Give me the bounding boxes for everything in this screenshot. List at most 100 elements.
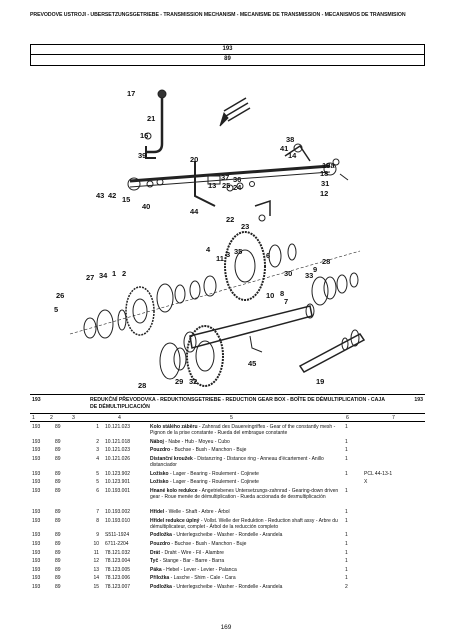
row-subgroup: 89 (55, 455, 61, 462)
row-position: 11 (93, 549, 99, 556)
row-name-translations: - Lasche - Shim - Cale - Cara (169, 575, 236, 582)
row-name-czech: Příložka (150, 575, 170, 582)
row-quantity: 1 (345, 508, 348, 515)
row-description: Páka - Hebel - Lever - Levier - Palanca (150, 567, 340, 573)
diagram-callout: 14 (288, 151, 297, 160)
diagram-callout: 12 (320, 189, 328, 198)
row-name-translations: - Stange - Bar - Barre - Barra (158, 558, 225, 565)
row-group: 193 (32, 549, 41, 556)
diagram-callout: 32 (189, 377, 197, 386)
row-group: 193 (32, 479, 41, 486)
row-subgroup: 89 (55, 532, 61, 539)
row-position: 6 (96, 487, 99, 494)
row-subgroup: 89 (55, 438, 61, 445)
column-header: 7 (392, 415, 395, 421)
row-description: Hřídel redukce úplný - Vollst. Welle der… (150, 518, 340, 530)
row-subgroup: 89 (55, 424, 61, 430)
row-quantity: 1 (345, 470, 348, 477)
diagram-callout: 24 (233, 183, 242, 192)
diagram-callout: 42 (108, 191, 116, 200)
diagram-callout: 40 (142, 202, 150, 211)
row-quantity: 1 (345, 424, 348, 430)
row-name-czech: Tyč (150, 558, 159, 565)
row-quantity: 1 (345, 447, 348, 454)
row-part-number: 78.121.032 (105, 549, 131, 556)
row-group: 193 (32, 540, 41, 547)
row-quantity: 1 (345, 487, 348, 494)
diagram-callout: 44 (190, 207, 199, 216)
row-name-translations: - Hebel - Lever - Levier - Palanca (161, 566, 237, 573)
row-description: Kolo stálého záběru - Zahnrad des Dauere… (150, 424, 340, 436)
row-note: X (364, 479, 368, 486)
row-quantity: 1 (345, 566, 348, 573)
row-name-czech: Drát (150, 549, 161, 556)
row-name-translations: - Zahnrad des Dauereingriffes - Gear of … (150, 424, 336, 437)
row-position: 7 (96, 508, 99, 515)
row-part-number: 78.123.004 (105, 558, 131, 565)
row-group: 193 (32, 487, 41, 494)
row-subgroup: 89 (55, 487, 61, 494)
row-subgroup: 89 (55, 479, 61, 486)
row-subgroup: 89 (55, 566, 61, 573)
row-part-number: 78.123.006 (105, 575, 131, 582)
row-quantity: 1 (345, 540, 348, 547)
diagram-callout: 20 (190, 155, 198, 164)
row-subgroup: 89 (55, 583, 61, 590)
row-quantity: 1 (345, 455, 348, 462)
row-group: 193 (32, 575, 41, 582)
row-name-czech: Podložka (150, 532, 172, 539)
section-title: REDUKČNÍ PŘEVODOVKA - REDUKTIONSGETRIEBE… (90, 397, 385, 410)
diagram-callout: 5 (54, 305, 58, 314)
row-group: 193 (32, 447, 41, 454)
row-group: 193 (32, 455, 41, 462)
diagram-callout: 26 (56, 291, 64, 300)
row-name-translations: - Unterlegscheibe - Washer - Rondelle - … (171, 583, 283, 590)
group-number: 193 (30, 44, 425, 55)
subgroup-number: 89 (30, 55, 425, 66)
diagram-callout: 45 (248, 359, 256, 368)
row-name-czech: Ložisko (150, 479, 169, 486)
column-header: 2 (50, 415, 53, 421)
row-description: Podložka - Unterlegscheibe - Washer - Ro… (150, 584, 340, 590)
row-position: 14 (93, 575, 99, 582)
row-subgroup: 89 (55, 447, 61, 454)
row-description: Ložisko - Lager - Bearing - Roulement - … (150, 471, 340, 477)
row-description: Příložka - Lasche - Shim - Cale - Cara (150, 575, 340, 581)
section-group-right: 193 (414, 397, 423, 403)
row-name-translations: - Lager - Bearing - Roulement - Cojinete (168, 470, 259, 477)
row-group: 193 (32, 558, 41, 565)
row-description: Tyč - Stange - Bar - Barre - Barra (150, 558, 340, 564)
row-name-czech: Hřídel redukce úplný (150, 517, 200, 524)
row-part-number: 10.193.002 (105, 508, 131, 515)
diagram-callout: 29 (175, 377, 183, 386)
row-position: 3 (96, 447, 99, 454)
row-quantity: 1 (345, 575, 348, 582)
diagram-callout: 27 (86, 273, 94, 282)
row-subgroup: 89 (55, 558, 61, 565)
row-part-number: 10.123.902 (105, 470, 131, 477)
row-subgroup: 89 (55, 549, 61, 556)
row-quantity: 1 (345, 558, 348, 565)
row-name-translations: - Lager - Bearing - Roulement - Cojinete (168, 479, 259, 486)
diagram-callout: 1 (112, 269, 116, 278)
diagram-callout: 35 (234, 247, 242, 256)
diagram-callout: 6 (266, 251, 270, 260)
column-header: 1 (32, 415, 35, 421)
column-header: 4 (118, 415, 121, 421)
diagram-callout: 18a (322, 161, 335, 170)
row-group: 193 (32, 508, 41, 515)
row-name-translations: - Distanzring - Distance ring - Anneau d… (150, 455, 324, 469)
row-part-number: 10.193.010 (105, 517, 131, 524)
diagram-callout: 16 (140, 131, 148, 140)
